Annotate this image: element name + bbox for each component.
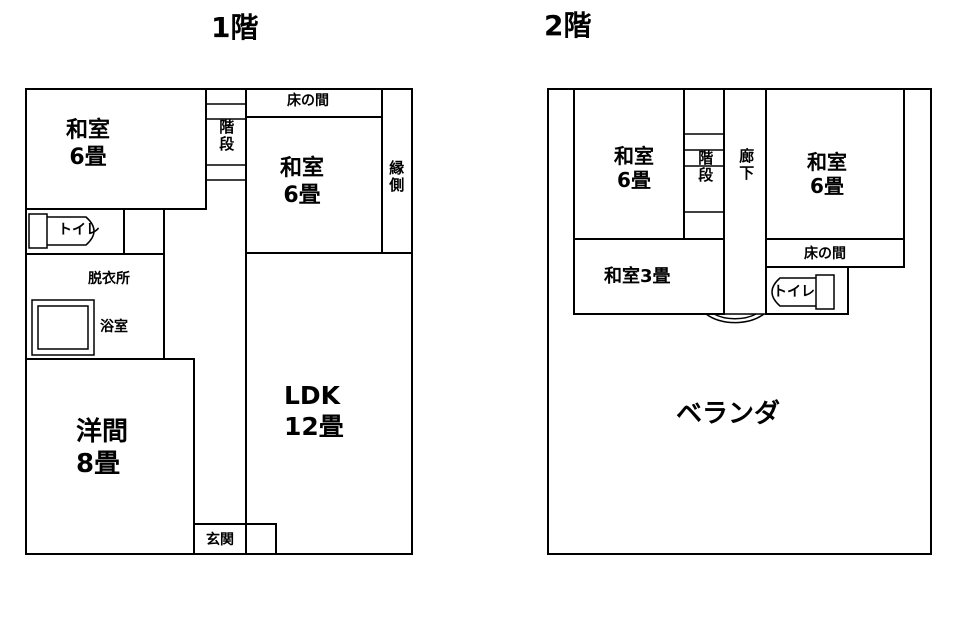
floor1-engawa: 縁側 xyxy=(387,160,406,194)
floor2-washitsu-a-size: 6畳 xyxy=(617,168,651,193)
floor2-washitsu-a: 和室 6畳 xyxy=(614,144,654,193)
floor2-plan xyxy=(547,88,932,555)
floor1-washitsu-a-name: 和室 xyxy=(66,118,111,143)
floor1-datsuijo: 脱衣所 xyxy=(88,271,130,287)
floor1-plan xyxy=(25,88,413,555)
floor1-youma: 洋間 8畳 xyxy=(76,417,128,480)
floor2-toilet-tank xyxy=(815,274,835,310)
floor2-toilet: トイレ xyxy=(773,284,815,300)
floor1-washitsu-b-size: 6畳 xyxy=(283,182,321,208)
floor1-youma-size: 8畳 xyxy=(76,448,121,479)
floor2-washitsu-a-name: 和室 xyxy=(614,144,654,168)
floor2-tokonoma: 床の間 xyxy=(804,246,846,262)
floor1-toilet-bowl xyxy=(47,216,95,246)
floor1-stair-label: 階段 xyxy=(217,119,236,153)
floor2-washitsu-b-name: 和室 xyxy=(807,150,847,174)
floor1-youma-wall xyxy=(25,358,195,555)
floor1-washitsu-a: 和室 6畳 xyxy=(66,118,110,172)
floor1-tokonoma: 床の間 xyxy=(287,93,329,109)
floor2-stair-label: 階段 xyxy=(696,150,715,184)
floor1-bathtub-outer xyxy=(31,299,95,356)
floor1-washitsu-b: 和室 6畳 xyxy=(280,156,324,210)
floor2-toilet-bowl xyxy=(771,277,816,307)
floor2-outline xyxy=(547,88,932,555)
floor2-rouka: 廊下 xyxy=(737,148,756,182)
floor2-washitsu-b: 和室 6畳 xyxy=(807,150,847,199)
floor1-washitsu-b-name: 和室 xyxy=(280,156,325,181)
floor1-washitsu-a-size: 6畳 xyxy=(69,144,107,170)
floor2-door-arc xyxy=(705,313,765,324)
floor1-bathtub-inner xyxy=(37,305,89,350)
floor1-ldk-size: 12畳 xyxy=(284,411,344,441)
floor2-door-arc-inner xyxy=(713,313,757,320)
floor2-veranda: ベランダ xyxy=(676,399,781,429)
floor2-toilet-wall xyxy=(765,266,849,315)
floor2-washitsu3: 和室3畳 xyxy=(604,266,671,287)
floor1-genkan-step xyxy=(245,523,277,555)
floor1-ldk-name: LDK xyxy=(284,381,341,410)
floor1-title: 1階 xyxy=(211,11,259,44)
floor1-washitsu-a-wall xyxy=(25,88,207,210)
floor1-genkan: 玄関 xyxy=(206,532,234,548)
floor1-toilet-side xyxy=(123,208,165,255)
floor1-toilet: トイレ xyxy=(58,222,100,238)
floor1-youma-name: 洋間 xyxy=(76,417,129,447)
floor1-ldk: LDK 12畳 xyxy=(284,381,344,442)
floor2-title: 2階 xyxy=(544,9,592,42)
floor1-yokushitsu: 浴室 xyxy=(100,319,128,335)
floor2-washitsu-b-size: 6畳 xyxy=(810,174,844,199)
floor2-washitsu3-wall xyxy=(573,238,725,315)
floor1-toilet-tank xyxy=(28,213,48,249)
